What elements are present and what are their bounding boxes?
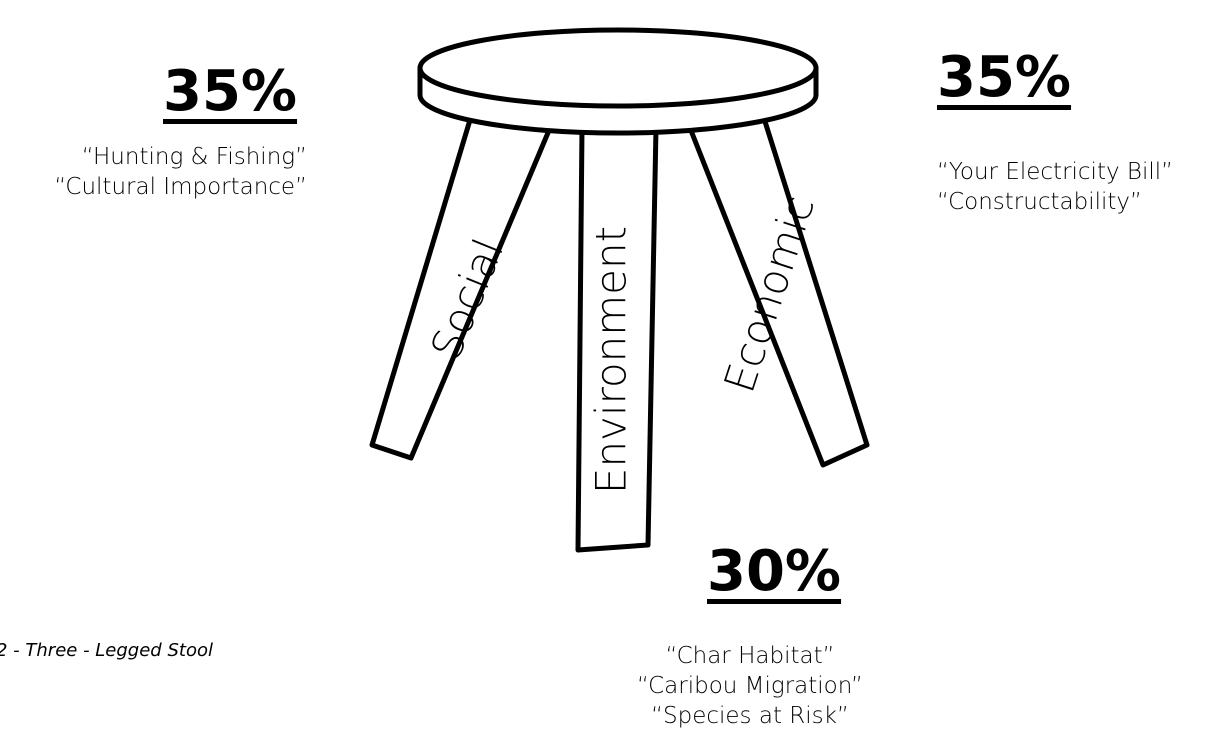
percent-economic: 35% [937, 45, 1072, 110]
quote-item: “Cultural Importance” [54, 174, 307, 200]
figure-caption: 2 - Three - Legged Stool [0, 640, 213, 661]
quote-item: “Hunting & Fishing” [81, 144, 307, 170]
quotes-environment: “Char Habitat” “Caribou Migration” “Spec… [620, 641, 880, 731]
quote-item: “Caribou Migration” [637, 673, 863, 699]
stool-leg-social: Social [369, 107, 553, 461]
quote-item: “Species at Risk” [651, 703, 849, 729]
stool-leg-economic: Economic [687, 109, 870, 468]
quote-item: “Your Electricity Bill” [937, 159, 1174, 185]
quotes-economic: “Your Electricity Bill” “Constructabilit… [937, 157, 1173, 217]
quotes-social: “Hunting & Fishing” “Cultural Importance… [54, 142, 307, 202]
stool-leg-environment: Environment [575, 125, 659, 553]
stool-seat [417, 27, 819, 136]
quote-item: “Char Habitat” [665, 643, 835, 669]
leg-label-environment: Environment [587, 226, 636, 494]
quote-item: “Constructability” [937, 189, 1142, 215]
percent-environment: 30% [707, 539, 842, 604]
percent-social: 35% [163, 59, 298, 124]
